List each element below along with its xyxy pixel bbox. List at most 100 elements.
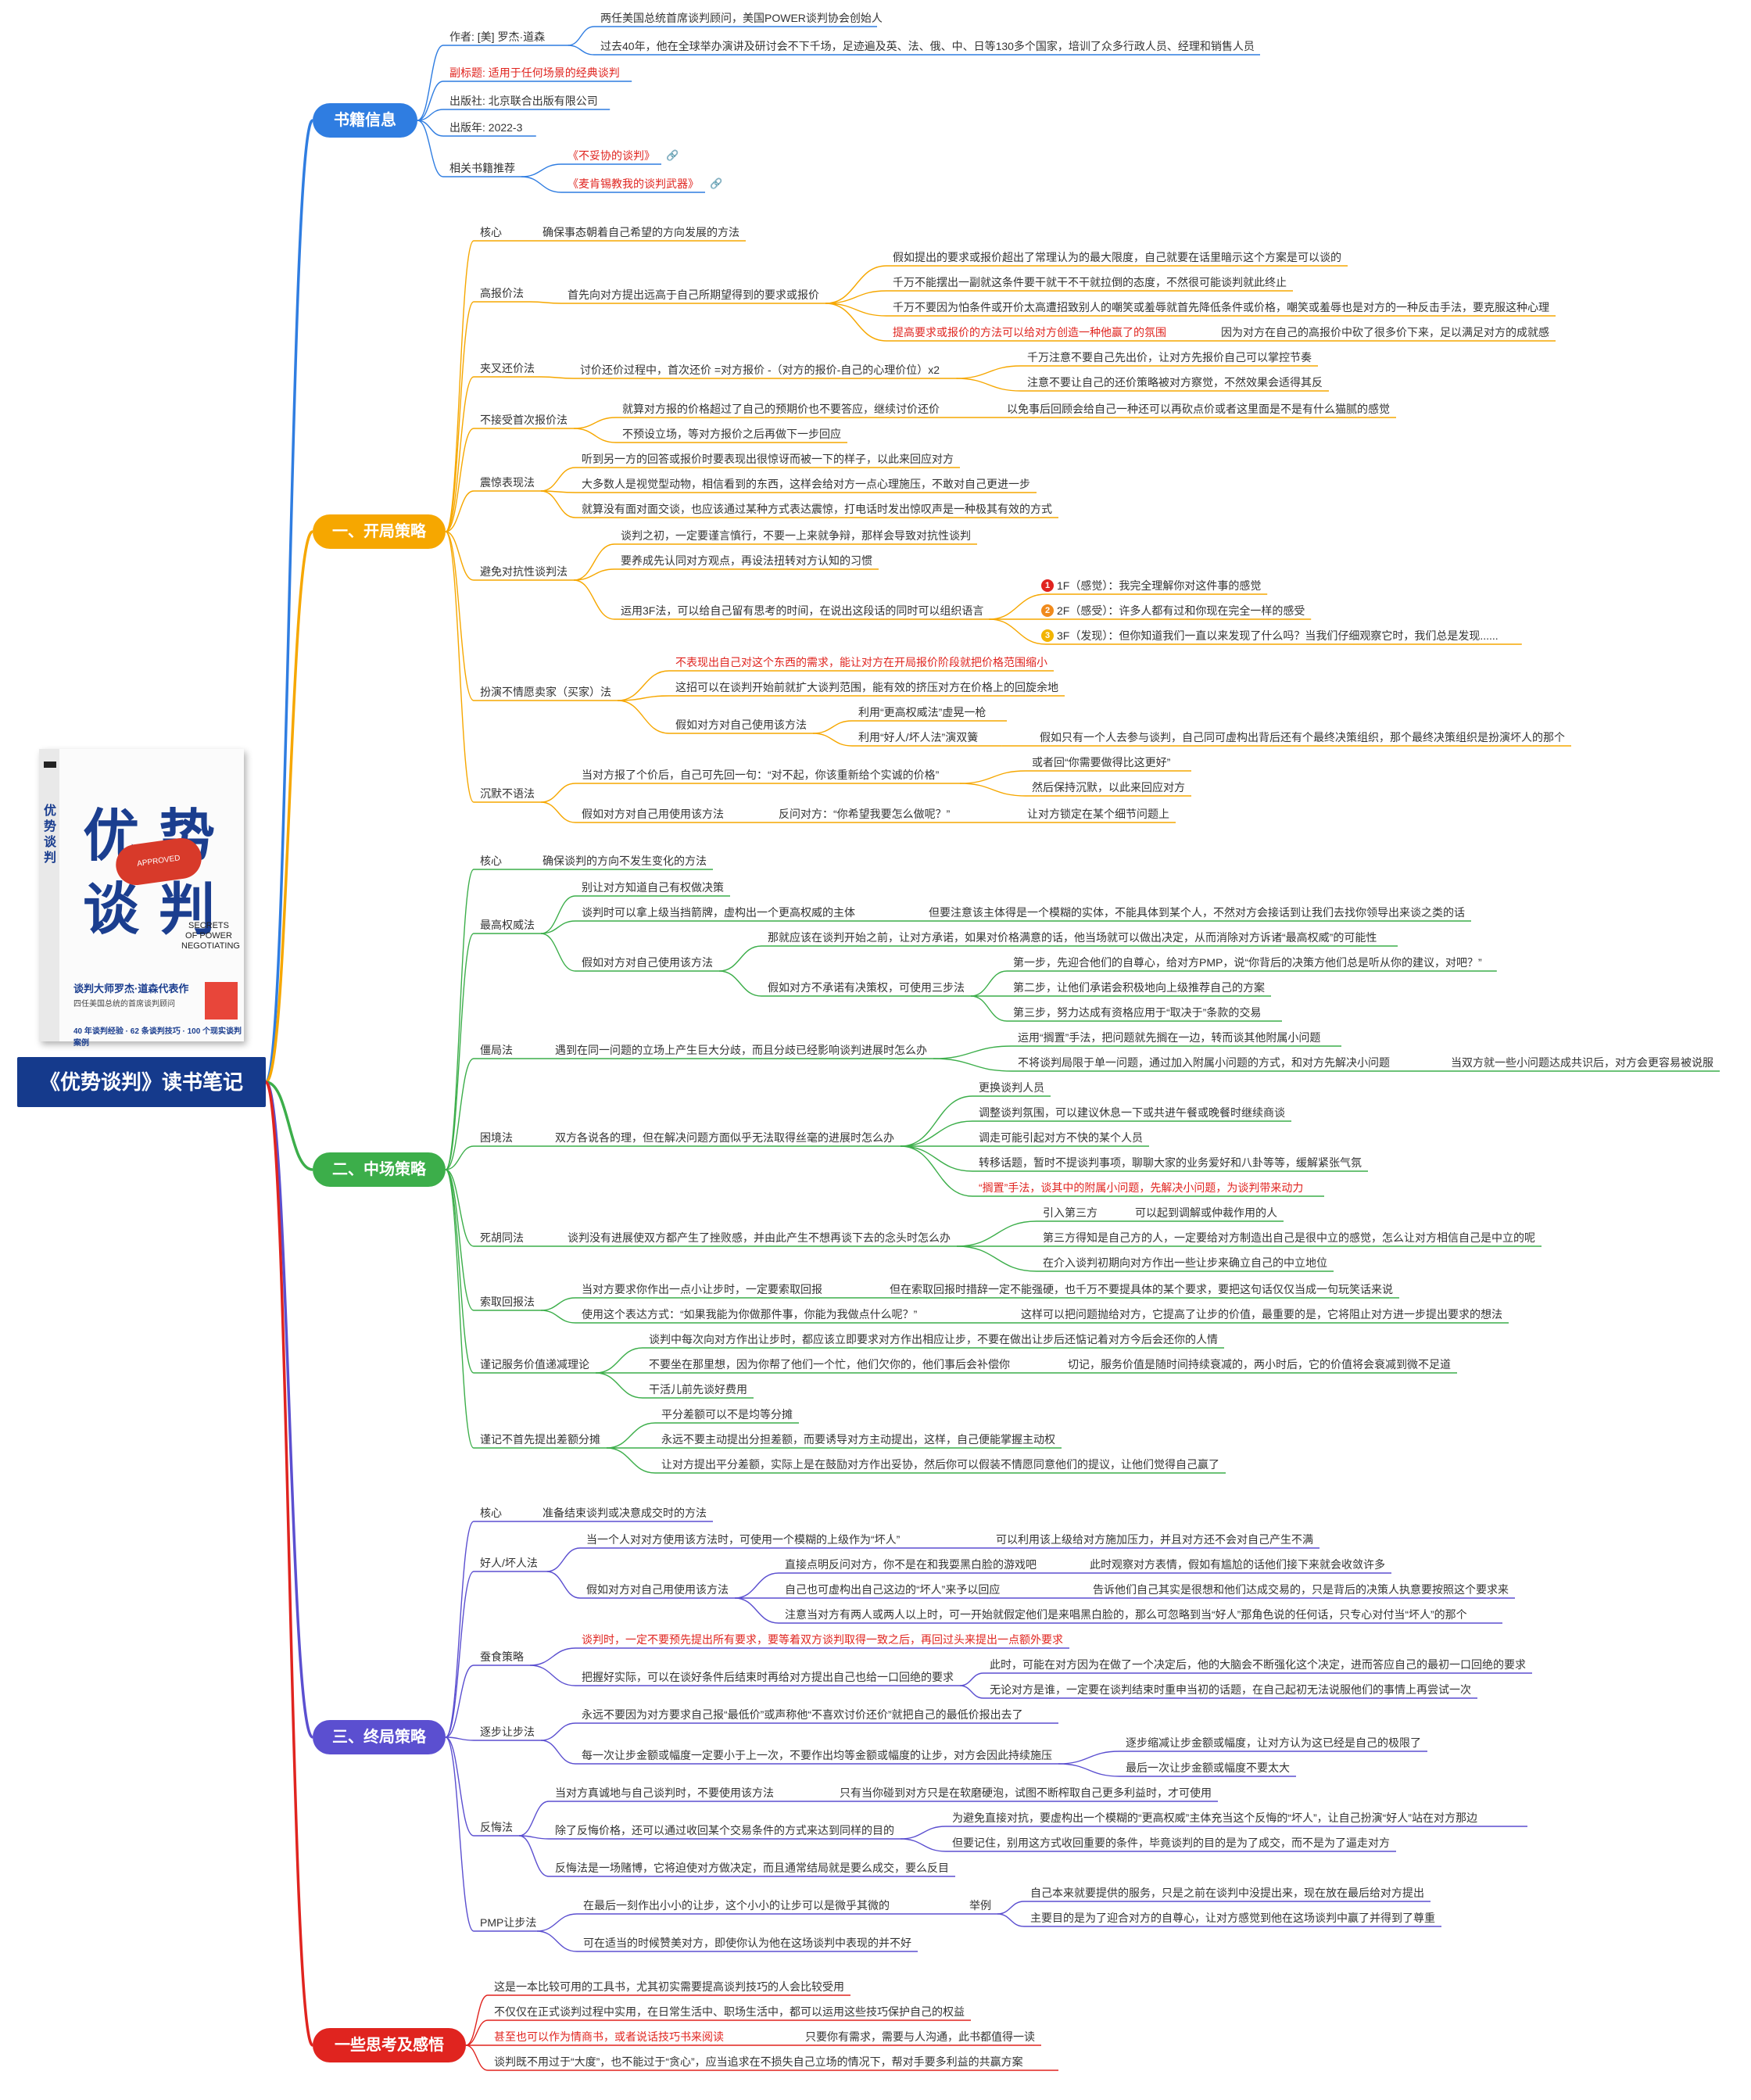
node-114[interactable]: 逐步缩减让步金额或幅度，让对方认为这已经是自己的极限了: [1126, 1736, 1421, 1749]
branch-2[interactable]: 一、开局策略: [313, 514, 446, 549]
node-52[interactable]: 确保谈判的方向不发生变化的方法: [542, 855, 707, 867]
node-72[interactable]: 调走可能引起对方不快的某个人员: [979, 1131, 1143, 1144]
node-3[interactable]: 副标题: 适用于任何场景的经典谈判: [449, 66, 620, 79]
node-9[interactable]: 核心: [480, 226, 502, 238]
node-34[interactable]: 1F（感觉）：我完全理解你对这件事的感觉: [1057, 579, 1262, 592]
node-129[interactable]: 这是一本比较可用的工具书，尤其初实需要提高谈判技巧的人会比较受用: [494, 1980, 844, 1993]
node-130[interactable]: 不仅仅在正式谈判过程中实用，在日常生活中、职场生活中，都可以运用这些技巧保护自己…: [494, 2005, 965, 2018]
node-128[interactable]: 可在适当的时候赞美对方，即使你认为他在这场谈判中表现的并不好: [583, 1937, 911, 1949]
node-120[interactable]: 为避免直接对抗，要虚构出一个模糊的“更高权威”主体充当这个反悔的“坏人”，让自己…: [952, 1812, 1477, 1824]
node-96[interactable]: 准备结束谈判或决意成交时的方法: [542, 1507, 707, 1519]
node-36[interactable]: 3F（发现）：但你知道我们一直以来发现了什么吗？当我们仔细观察它时，我们总是发现…: [1057, 629, 1499, 642]
node-48[interactable]: 假如对方对自己用使用该方法: [582, 808, 724, 820]
node-44[interactable]: 沉默不语法: [480, 787, 535, 800]
node-86[interactable]: 谨记服务价值递减理论: [480, 1358, 589, 1371]
node-119[interactable]: 除了反悔价格，还可以通过收回某个交易条件的方式来达到同样的目的: [555, 1824, 894, 1837]
node-7[interactable]: 《不妥协的谈判》: [568, 149, 655, 162]
node-68[interactable]: 困境法: [480, 1131, 513, 1144]
node-115[interactable]: 最后一次让步金额或幅度不要太大: [1126, 1761, 1290, 1774]
node-122[interactable]: 反悔法是一场赌博，它将迫使对方做决定，而且通常结局就是要么成交，要么反目: [555, 1862, 949, 1874]
node-21[interactable]: 注意不要让自己的还价策略被对方察觉，不然效果会适得其反: [1027, 376, 1323, 389]
link-icon[interactable]: 🔗: [666, 149, 679, 161]
node-64[interactable]: 遇到在同一问题的立场上产生巨大分歧，而且分歧已经影响谈判进展时怎么办: [555, 1044, 927, 1056]
node-83[interactable]: 但在索取回报时措辞一定不能强硬，也千万不要提具体的某个要求，要把这句话仅仅当成一…: [890, 1283, 1393, 1295]
node-11[interactable]: 高报价法: [480, 287, 524, 299]
node-82[interactable]: 当对方要求你作出一点小让步时，一定要索取回报: [582, 1283, 822, 1295]
node-99[interactable]: 可以利用该上级给对方施加压力，并且对方还不会对自己产生不满: [996, 1533, 1313, 1546]
node-20[interactable]: 千万注意不要自己先出价，让对方先报价自己可以掌控节奏: [1027, 351, 1312, 364]
node-27[interactable]: 听到另一方的回答或报价时要表现出很惊讶而被一下的样子，以此来回应对方: [582, 453, 954, 465]
node-69[interactable]: 双方各说各的理，但在解决问题方面似乎无法取得丝毫的进展时怎么办: [555, 1131, 894, 1144]
node-65[interactable]: 运用“搁置”手法，把问题就先搁在一边，转而谈其他附属小问题: [1018, 1031, 1321, 1044]
branch-5[interactable]: 一些思考及感悟: [313, 2028, 466, 2062]
node-19[interactable]: 讨价还价过程中，首次还价 =对方报价 -（对方的报价-自己的心理价位）x2: [580, 364, 940, 376]
node-94[interactable]: 让对方提出平分差额，实际上是在鼓励对方作出妥协，然后你可以假装不情愿同意他们的提…: [661, 1458, 1219, 1471]
node-132[interactable]: 只要你有需求，需要与人沟通，此书都值得一读: [805, 2030, 1035, 2043]
node-133[interactable]: 谈判既不用过于“大度”，也不能过于“贪心”，应当追求在不损失自己立场的情况下，帮…: [494, 2055, 1023, 2068]
node-75[interactable]: 死胡同法: [480, 1231, 524, 1244]
node-1[interactable]: 两任美国总统首席谈判顾问，美国POWER谈判协会创始人: [600, 12, 883, 24]
node-49[interactable]: 反问对方：“你希望我要怎么做呢？”: [779, 808, 951, 820]
node-40[interactable]: 假如对方对自己使用该方法: [675, 719, 807, 731]
node-4[interactable]: 出版社: 北京联合出版有限公司: [449, 95, 598, 107]
node-98[interactable]: 当一个人对对方使用该方法时，可使用一个模糊的上级作为“坏人”: [586, 1533, 901, 1546]
node-117[interactable]: 当对方真诚地与自己谈判时，不要使用该方法: [555, 1786, 774, 1799]
node-66[interactable]: 不将谈判局限于单一问题，通过加入附属小问题的方式，和对方先解决小问题: [1018, 1056, 1390, 1069]
node-107[interactable]: 谈判时，一定不要预先提出所有要求，要等着双方谈判取得一致之后，再回过头来提出一点…: [582, 1633, 1063, 1646]
node-95[interactable]: 核心: [480, 1507, 502, 1519]
node-25[interactable]: 不预设立场，等对方报价之后再做下一步回应: [622, 428, 841, 440]
node-73[interactable]: 转移话题，暂时不提谈判事项，聊聊大家的业务爱好和八卦等等，缓解紧张气氛: [979, 1156, 1362, 1169]
node-47[interactable]: 然后保持沉默，以此来回应对方: [1032, 781, 1185, 794]
node-32[interactable]: 要养成先认同对方观点，再设法扭转对方认知的习惯: [621, 554, 872, 567]
node-51[interactable]: 核心: [480, 855, 502, 867]
node-41[interactable]: 利用“更高权威法”虚晃一枪: [858, 706, 987, 719]
node-89[interactable]: 切记，服务价值是随时间持续衰减的，两小时后，它的价值将会衰减到微不足道: [1068, 1358, 1451, 1371]
node-76[interactable]: 谈判没有进展使双方都产生了挫败感，并由此产生不想再谈下去的念头时怎么办: [568, 1231, 951, 1244]
node-31[interactable]: 谈判之初，一定要谨言慎行，不要一上来就争辩，那样会导致对抗性谈判: [621, 529, 971, 542]
node-23[interactable]: 就算对方报的价格超过了自己的预期价也不要答应，继续讨价还价: [622, 403, 940, 415]
node-61[interactable]: 第二步，让他们承诺会积极地向上级推荐自己的方案: [1013, 981, 1265, 994]
node-124[interactable]: 在最后一刻作出小小的让步，这个小小的让步可以是微乎其微的: [583, 1899, 890, 1912]
node-22[interactable]: 不接受首次报价法: [480, 414, 568, 426]
node-14[interactable]: 千万不能摆出一副就这条件要干就干不干就拉倒的态度，不然很可能谈判就此终止: [893, 276, 1287, 288]
node-46[interactable]: 或者回“你需要做得比这更好”: [1032, 756, 1171, 769]
node-17[interactable]: 因为对方在自己的高报价中砍了很多价下来，足以满足对方的成就感: [1221, 326, 1549, 339]
node-93[interactable]: 永远不要主动提出分担差额，而要诱导对方主动提出，这样，自己便能掌握主动权: [661, 1433, 1055, 1446]
node-6[interactable]: 相关书籍推荐: [449, 162, 515, 174]
node-104[interactable]: 告诉他们自己其实是很想和他们达成交易的，只是背后的决策人执意要按照这个要求来: [1093, 1583, 1509, 1596]
node-121[interactable]: 但要记住，别用这方式收回重要的条件，毕竟谈判的目的是为了成交，而不是为了逼走对方: [952, 1837, 1390, 1849]
node-13[interactable]: 假如提出的要求或报价超出了常理认为的最大限度，自己就要在话里暗示这个方案是可以谈…: [893, 251, 1341, 263]
node-87[interactable]: 谈判中每次向对方作出让步时，都应该立即要求对方作出相应让步，不要在做出让步后还惦…: [649, 1333, 1218, 1346]
node-108[interactable]: 把握好实际，可以在谈好条件后结束时再给对方提出自己也给一口回绝的要求: [582, 1671, 954, 1683]
node-54[interactable]: 别让对方知道自己有权做决策: [582, 881, 724, 894]
root-topic[interactable]: 《优势谈判》读书笔记: [17, 1057, 266, 1107]
node-127[interactable]: 主要目的是为了迎合对方的自尊心，让对方感觉到他在这场谈判中赢了并得到了尊重: [1030, 1912, 1435, 1924]
node-70[interactable]: 更换谈判人员: [979, 1081, 1044, 1094]
node-33[interactable]: 运用3F法，可以给自己留有思考的时间，在说出这段话的同时可以组织语言: [621, 604, 984, 617]
node-35[interactable]: 2F（感受）：许多人都有过和你现在完全一样的感受: [1057, 604, 1305, 617]
node-103[interactable]: 自己也可虚构出自己这边的“坏人”来予以回应: [785, 1583, 1001, 1596]
node-16[interactable]: 提高要求或报价的方法可以给对方创造一种他赢了的氛围: [893, 326, 1166, 339]
node-55[interactable]: 谈判时可以拿上级当挡箭牌，虚构出一个更高权威的主体: [582, 906, 855, 919]
node-45[interactable]: 当对方报了个价后，自己可先回一句：“对不起，你该重新给个实诚的价格”: [582, 769, 940, 781]
node-18[interactable]: 夹叉还价法: [480, 362, 535, 374]
node-53[interactable]: 最高权威法: [480, 919, 535, 931]
node-106[interactable]: 蚕食策略: [480, 1650, 524, 1663]
node-90[interactable]: 干活儿前先谈好费用: [649, 1383, 747, 1396]
node-118[interactable]: 只有当你碰到对方只是在软磨硬泡，试图不断榨取自己更多利益时，才可使用: [840, 1786, 1212, 1799]
node-39[interactable]: 这招可以在谈判开始前就扩大谈判范围，能有效的挤压对方在价格上的回旋余地: [675, 681, 1058, 693]
node-84[interactable]: 使用这个表达方式：“如果我能为你做那件事，你能为我做点什么呢？”: [582, 1308, 918, 1321]
node-12[interactable]: 首先向对方提出远高于自己所期望得到的要求或报价: [568, 288, 819, 301]
node-74[interactable]: “搁置”手法，谈其中的附属小问题，先解决小问题，为谈判带来动力: [979, 1181, 1304, 1194]
node-56[interactable]: 但要注意该主体得是一个模糊的实体，不能具体到某个人，不然对方会接话到让我们去找你…: [929, 906, 1465, 919]
node-8[interactable]: 《麦肯锡教我的谈判武器》: [568, 177, 699, 190]
node-85[interactable]: 这样可以把问题抛给对方，它提高了让步的价值，最重要的是，它将阻止对方进一步提出要…: [1021, 1308, 1502, 1321]
node-105[interactable]: 注意当对方有两人或两人以上时，可一开始就假定他们是来唱黑白脸的，那么可忽略到当“…: [785, 1608, 1467, 1621]
branch-4[interactable]: 三、终局策略: [313, 1720, 446, 1754]
node-102[interactable]: 此时观察对方表情，假如有尴尬的话他们接下来就会收敛许多: [1090, 1558, 1385, 1571]
node-91[interactable]: 谨记不首先提出差额分摊: [480, 1433, 600, 1446]
node-77[interactable]: 引入第三方: [1043, 1206, 1098, 1219]
node-42[interactable]: 利用“好人/坏人法”演双簧: [858, 731, 979, 744]
node-88[interactable]: 不要坐在那里想，因为你帮了他们一个忙，他们欠你的，他们事后会补偿你: [649, 1358, 1010, 1371]
node-63[interactable]: 僵局法: [480, 1044, 513, 1056]
